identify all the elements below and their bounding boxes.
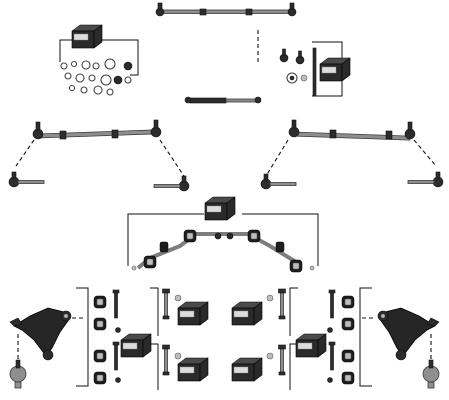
tie-rod-icon [155,2,297,17]
bushing-icon [231,287,298,390]
track-rod-icon-left [32,119,162,140]
ball-joint-kit-icon [279,41,351,97]
repair-kit-icon [59,24,139,96]
track-rod-icon-right [288,119,416,141]
steering-damper-icon [184,96,262,104]
bushing-icon [295,287,376,387]
stabilizer-bar-icon [127,196,319,273]
control-arm-icon-left [9,307,72,389]
tie-rod-end-icon [153,175,190,192]
tie-rod-end-icon [260,173,297,190]
tie-rod-end-icon [8,171,45,188]
bushing-icon [72,287,152,387]
bushing-icon [150,287,209,390]
tie-rod-end-icon [407,171,444,188]
control-arm-icon-right [377,307,440,389]
